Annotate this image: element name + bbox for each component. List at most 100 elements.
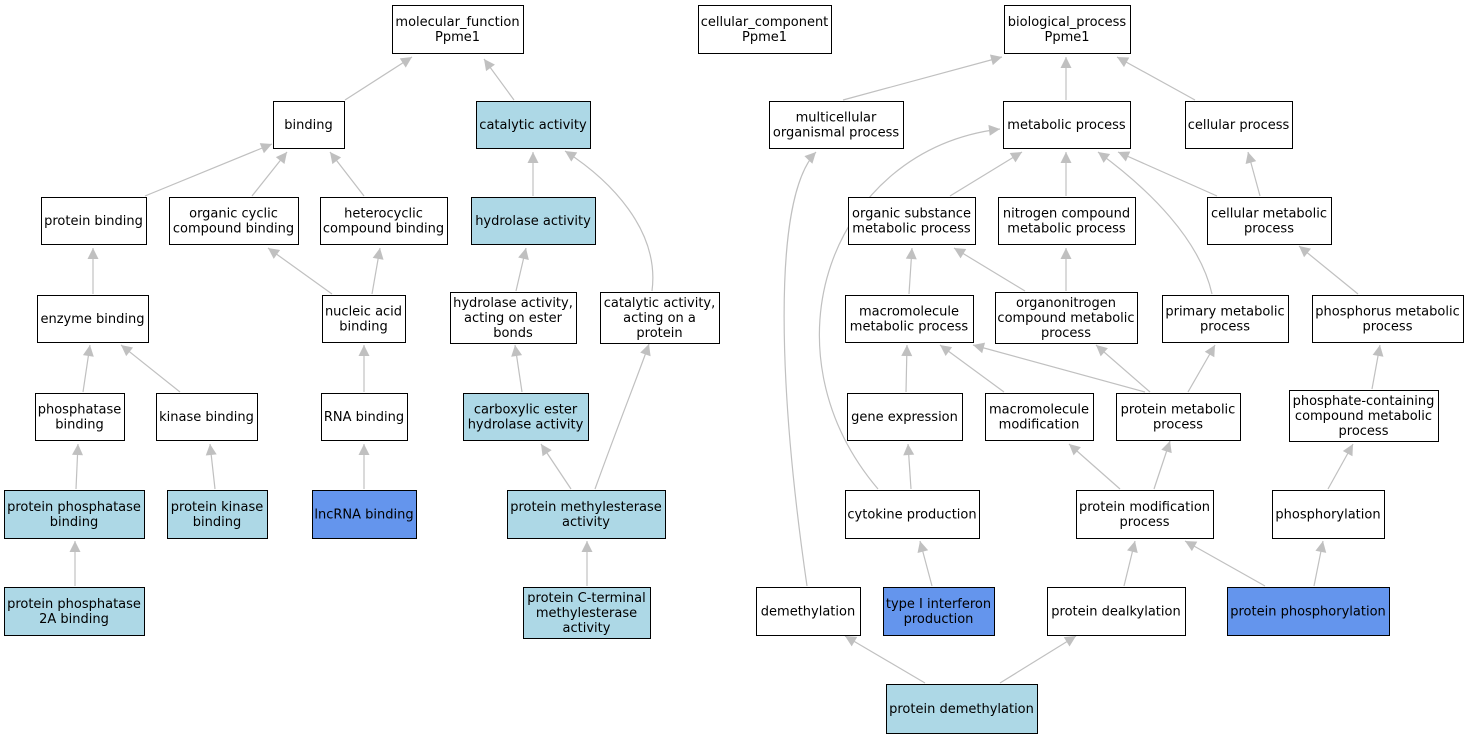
edge-cellproc-to-bp xyxy=(1116,56,1196,101)
node-label-line: activity xyxy=(563,621,611,636)
node-label-line: protein xyxy=(636,326,682,341)
node-label-line: protein methylesterase xyxy=(510,500,662,515)
edge-carbox-to-hydroester xyxy=(511,344,523,393)
edge-protdemeth-to-dealk xyxy=(999,635,1077,684)
node-label-line: binding xyxy=(50,515,98,530)
node-label-line: RNA binding xyxy=(324,410,404,425)
edge-dealk-to-protmod xyxy=(1123,540,1138,587)
node-label-line: modification xyxy=(999,418,1080,433)
edge-hydroester-to-hydro xyxy=(515,247,529,292)
edge-organonit-to-nitro xyxy=(1060,248,1072,291)
node-box xyxy=(600,292,720,344)
arrowhead xyxy=(259,143,272,154)
arrowhead xyxy=(901,345,913,357)
node-label-line: process xyxy=(1120,515,1170,530)
go-term-node-phosphoryl[interactable]: phosphorylation xyxy=(1272,490,1385,539)
edge-protbind-to-binding xyxy=(144,143,273,197)
edge-pme-to-catprot xyxy=(594,343,651,490)
arrowhead xyxy=(565,151,578,162)
arrowhead xyxy=(358,444,370,455)
go-term-node-protbind[interactable]: protein binding xyxy=(41,197,147,245)
go-term-node-catact[interactable]: catalytic activity xyxy=(476,101,591,149)
go-term-node-lnc[interactable]: lncRNA binding xyxy=(312,490,417,539)
edge-nitro-to-metab xyxy=(1060,152,1072,196)
edge-hydro-to-catact xyxy=(527,152,539,196)
arrowhead xyxy=(399,57,412,68)
arrowhead xyxy=(1118,151,1131,162)
go-term-node-kinbind[interactable]: kinase binding xyxy=(156,393,258,441)
arrowhead xyxy=(484,59,495,72)
arrowhead xyxy=(541,444,552,457)
arrowhead xyxy=(330,152,342,165)
go-term-node-cellproc[interactable]: cellular process xyxy=(1185,101,1293,149)
node-box xyxy=(1272,490,1385,539)
node-label-line: organic cyclic xyxy=(189,207,278,222)
arrowhead xyxy=(82,345,94,357)
edge-protphos-to-protmod xyxy=(1184,540,1266,587)
go-term-node-hydro[interactable]: hydrolase activity xyxy=(471,197,596,245)
go-term-node-dealk[interactable]: protein dealkylation xyxy=(1047,587,1186,636)
node-label-line: cytokine production xyxy=(847,508,976,523)
node-box xyxy=(1312,295,1464,343)
edge-primmet-to-metab xyxy=(1097,151,1213,295)
edge-organonit-to-orgsub xyxy=(953,247,1026,292)
edge-protmod-to-macromod xyxy=(1068,443,1121,490)
node-box xyxy=(848,197,976,245)
node-box xyxy=(847,393,963,441)
go-term-node-geneexp[interactable]: gene expression xyxy=(847,393,963,441)
go-term-node-metab[interactable]: metabolic process xyxy=(1003,101,1131,149)
arrowhead xyxy=(989,54,1002,66)
node-label-line: catalytic activity xyxy=(479,118,587,133)
node-label-line: organonitrogen xyxy=(1016,296,1116,311)
node-box xyxy=(273,101,345,149)
edge-lnc-to-rnabind xyxy=(358,444,370,489)
edge-hetcyc-to-binding xyxy=(329,151,365,197)
edge-phosphbind-to-enzbind xyxy=(82,344,94,393)
node-label-line: demethylation xyxy=(761,605,855,620)
arrowhead xyxy=(845,636,858,647)
arrowhead xyxy=(1060,152,1072,163)
go-term-node-rnabind[interactable]: RNA binding xyxy=(321,393,408,441)
go-term-node-protphos[interactable]: protein phosphorylation xyxy=(1227,587,1390,636)
go-term-node-enzbind[interactable]: enzyme binding xyxy=(37,295,149,343)
go-term-node-protdemeth[interactable]: protein demethylation xyxy=(886,684,1038,734)
go-term-node-binding[interactable]: binding xyxy=(273,101,345,149)
edge-pkbind-to-kinbind xyxy=(205,443,217,490)
go-term-node-cytok[interactable]: cytokine production xyxy=(845,490,980,539)
edge-layer xyxy=(69,54,1384,684)
node-box xyxy=(37,295,149,343)
arrowhead xyxy=(1204,345,1215,358)
go-term-node-demeth[interactable]: demethylation xyxy=(756,587,861,636)
node-label-line: organic substance xyxy=(852,207,971,222)
arrowhead xyxy=(954,248,967,259)
arrowhead xyxy=(1063,636,1076,647)
